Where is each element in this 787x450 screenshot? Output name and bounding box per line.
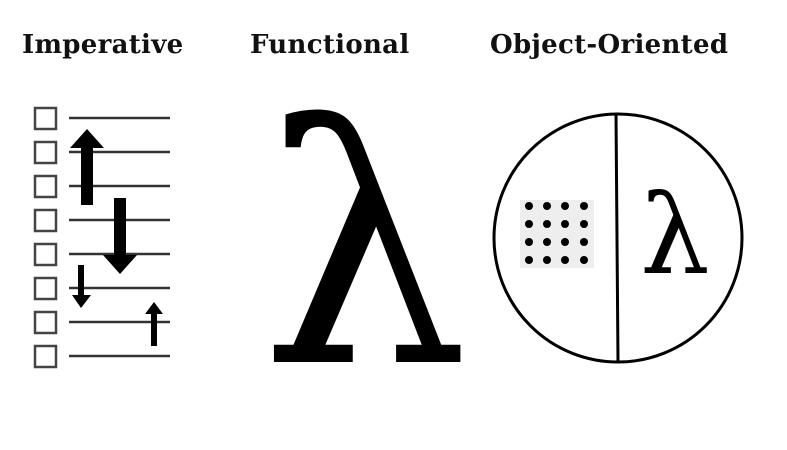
split-circle-icon: λ (492, 112, 744, 364)
data-grid-icon (520, 200, 594, 268)
imperative-title: Imperative (22, 30, 184, 60)
checklist-with-arrows-icon (33, 106, 170, 369)
lambda-icon: λ (260, 100, 469, 380)
functional-title: Functional (250, 30, 410, 60)
small-lambda-icon: λ (640, 171, 710, 299)
svg-text:λ: λ (260, 100, 469, 380)
object-oriented-title: Object-Oriented (490, 30, 729, 60)
